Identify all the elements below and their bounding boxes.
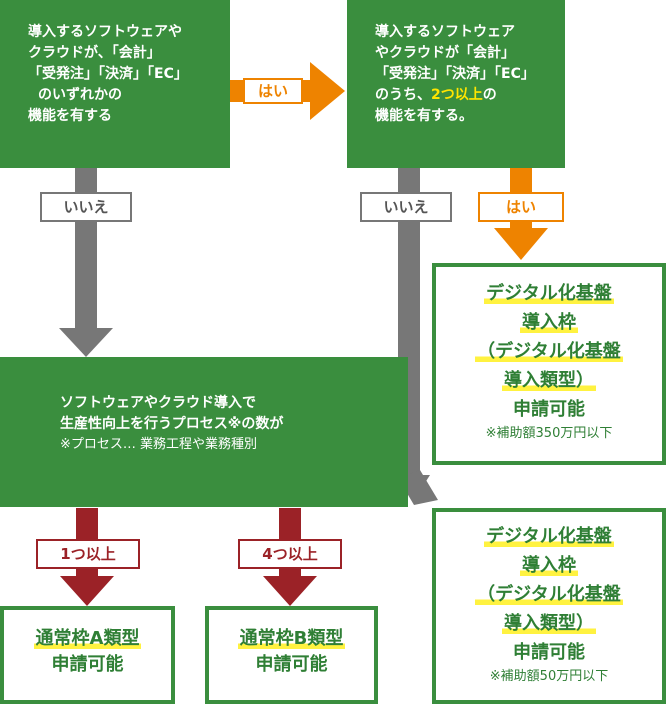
q2-line-5: 機能を有する。 [375, 108, 473, 124]
digital-350-title-1: デジタル化基盤 [484, 283, 614, 304]
result-b-title: 通常枠B類型 [237, 628, 346, 649]
question-box-1: 導入するソフトウェアや クラウドが、「会計」 「受発注」「決済」「EC」 のいず… [0, 0, 230, 168]
q2-line-3: 「受発注」「決済」「EC」 [375, 66, 535, 82]
q1-line-3: 「受発注」「決済」「EC」 [28, 66, 188, 82]
question-box-2: 導入するソフトウェア やクラウドが「会計」 「受発注」「決済」「EC」 のうち、… [347, 0, 565, 168]
q1-line-5: 機能を有する [28, 108, 112, 124]
q2-line-1: 導入するソフトウェア [375, 24, 515, 40]
q2-highlight-two-or-more: 2つ以上 [431, 87, 483, 103]
q3-note: ※プロセス… 業務工程や業務種別 [60, 437, 258, 452]
digital-50-status: 申請可能 [513, 642, 585, 663]
label-no-right: いいえ [360, 192, 452, 222]
question-box-3: ソフトウェアやクラウド導入で 生産性向上を行うプロセス※の数が ※プロセス… 業… [0, 357, 408, 507]
result-type-b: 通常枠B類型 申請可能 [205, 606, 378, 704]
digital-50-title-4: 導入類型） [502, 613, 596, 634]
q2-line-4-prefix: のうち、 [375, 87, 431, 103]
q2-line-2: やクラウドが「会計」 [375, 45, 515, 61]
q1-line-2: クラウドが、「会計」 [28, 45, 161, 61]
digital-50-title-2: 導入枠 [520, 555, 578, 576]
result-b-status: 申請可能 [255, 654, 328, 675]
label-no-left: いいえ [40, 192, 132, 222]
result-a-status: 申請可能 [51, 654, 124, 675]
q2-line-4: のうち、2つ以上の [375, 85, 565, 106]
label-yes-right: はい [243, 78, 303, 104]
q3-line-2: 生産性向上を行うプロセス※の数が [60, 416, 284, 432]
q3-line-1: ソフトウェアやクラウド導入で [60, 395, 256, 411]
digital-50-title-3: （デジタル化基盤 [475, 584, 623, 605]
digital-350-title-2: 導入枠 [520, 312, 578, 333]
q1-line-4: のいずれかの [38, 87, 122, 103]
digital-50-title-1: デジタル化基盤 [484, 526, 614, 547]
label-one-or-more: 1つ以上 [36, 539, 140, 569]
result-type-a: 通常枠A類型 申請可能 [0, 606, 175, 704]
label-yes-down: はい [478, 192, 564, 222]
q1-line-1: 導入するソフトウェアや [28, 24, 182, 40]
result-digital-50: デジタル化基盤 導入枠 （デジタル化基盤 導入類型） 申請可能 ※補助額50万円… [432, 508, 666, 704]
digital-50-note: ※補助額50万円以下 [489, 669, 609, 684]
result-digital-350: デジタル化基盤 導入枠 （デジタル化基盤 導入類型） 申請可能 ※補助額350万… [432, 263, 666, 465]
result-a-title: 通常枠A類型 [33, 628, 142, 649]
digital-350-title-4: 導入類型） [502, 370, 596, 391]
digital-350-status: 申請可能 [513, 399, 585, 420]
q2-line-4-suffix: の [482, 87, 497, 103]
digital-350-title-3: （デジタル化基盤 [475, 341, 623, 362]
label-four-or-more: 4つ以上 [238, 539, 342, 569]
digital-350-note: ※補助額350万円以下 [485, 426, 613, 441]
